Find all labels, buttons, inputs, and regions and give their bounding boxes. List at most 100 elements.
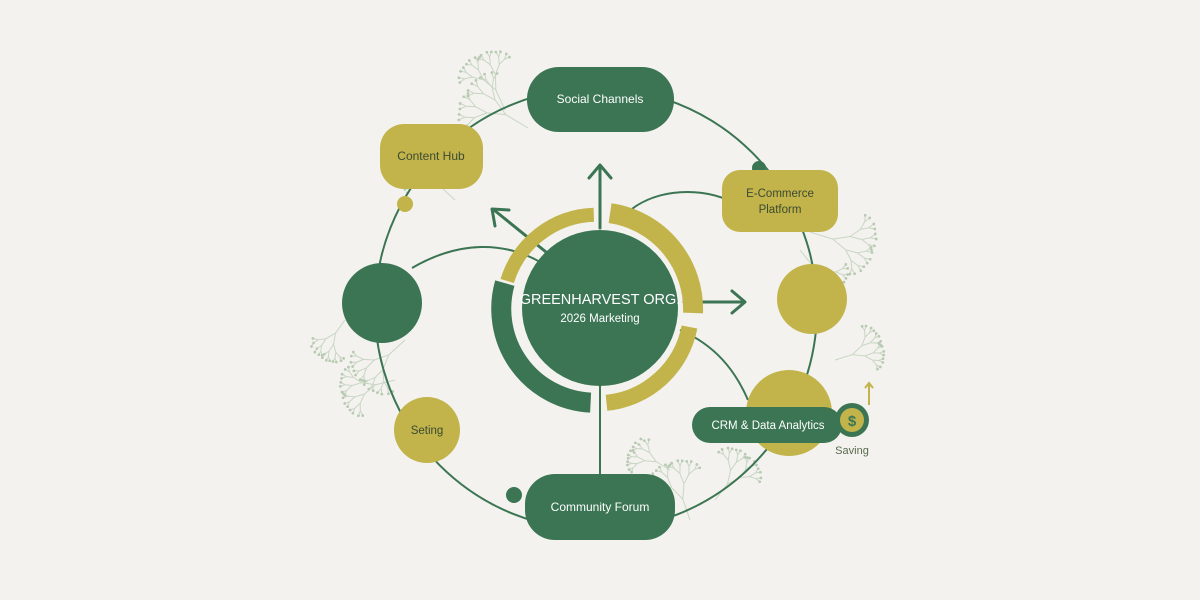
branch-stroke (727, 460, 732, 471)
branch-tip (759, 470, 762, 474)
node-green-circle[interactable] (342, 263, 422, 343)
branch-tip (631, 449, 635, 452)
branch-tip (351, 365, 354, 368)
node-pill (527, 67, 674, 132)
branch-tip (483, 72, 486, 76)
branch-stroke (345, 384, 353, 386)
branch-stroke (869, 337, 876, 344)
branch-tip (328, 359, 331, 363)
branch-stroke (469, 99, 476, 108)
node-crm-data-analytics[interactable]: CRM & Data Analytics (692, 407, 842, 443)
branch-stroke (364, 384, 376, 395)
branch-tip (882, 353, 885, 357)
branch-tip (881, 361, 885, 364)
branch-tip (746, 456, 749, 459)
branch-tip (720, 448, 724, 451)
branch-tip (470, 82, 474, 86)
branch-stroke (380, 380, 385, 389)
branch-tip (504, 52, 508, 56)
branch-tip (323, 352, 326, 356)
branch-tip (387, 392, 390, 396)
branch-stroke (851, 345, 863, 356)
branch-stroke (872, 347, 879, 354)
dollar-symbol: $ (848, 413, 857, 430)
branch-stroke (671, 487, 684, 500)
branch-tip (626, 453, 630, 457)
node-label: Social Channels (557, 92, 644, 106)
donut-segment-olive-bottom-right (605, 325, 698, 411)
branch-stroke (661, 471, 668, 478)
branch-stroke (351, 382, 362, 386)
branch-tip (748, 456, 751, 460)
branch-tip (872, 222, 876, 226)
node-content-hub[interactable]: Content Hub (380, 124, 483, 189)
donut-segment-olive-right (608, 203, 704, 314)
branch-tip (853, 272, 856, 276)
branch-stroke (388, 339, 406, 356)
branch-tip (321, 356, 324, 359)
branch-tip (466, 92, 470, 95)
branch-tip (627, 468, 631, 471)
donut-segment-olive-top-left (500, 207, 595, 284)
node-ecommerce-platform[interactable]: E-Commerce Platform (722, 170, 838, 232)
branch-stroke (656, 461, 671, 471)
branch-tip (320, 353, 324, 357)
branch-stroke (679, 473, 685, 485)
node-label: CRM & Data Analytics (711, 420, 824, 432)
branch-tip (726, 446, 730, 450)
branch-tip (882, 350, 886, 353)
branch-tip (881, 357, 885, 361)
branch-stroke (334, 352, 337, 359)
dollar-coin-icon: $ (835, 403, 869, 437)
branch-stroke (349, 371, 354, 378)
branch-tip (457, 118, 461, 122)
branch-stroke (489, 64, 496, 75)
node-olive-circle[interactable] (777, 264, 847, 334)
center-title: GREENHARVEST ORG. (520, 292, 681, 308)
branch-stroke (467, 117, 475, 125)
branch-stroke (647, 444, 651, 453)
branch-tip (676, 459, 680, 462)
branch-stroke (683, 473, 690, 485)
branch-tip (339, 381, 343, 384)
branch-tip (868, 257, 872, 261)
node-social-channels[interactable]: Social Channels (527, 67, 674, 132)
branch-tip (877, 334, 881, 338)
branch-tip (325, 358, 328, 362)
branch-tip (352, 369, 356, 373)
branch-stroke (359, 367, 367, 372)
branch-tip (340, 377, 343, 380)
branch-tip (873, 232, 877, 236)
branch-stroke (872, 359, 877, 366)
saving-arrow-head (864, 381, 874, 389)
branch-tip (358, 378, 362, 381)
branch-tip (458, 81, 462, 84)
branch-tip (476, 57, 480, 61)
branch-tip (479, 53, 483, 57)
branch-tip (462, 95, 466, 99)
node-seting[interactable]: Seting (394, 397, 460, 463)
node-label: Content Hub (397, 149, 465, 163)
branch-tip (758, 480, 761, 484)
branch-tip (844, 263, 848, 266)
branch-tip (658, 465, 661, 469)
branch-tip (350, 354, 353, 358)
branch-tip (756, 467, 760, 470)
branch-stroke (487, 112, 506, 116)
branch-stroke (335, 319, 346, 334)
branch-stroke (505, 114, 529, 129)
branch-tip (664, 463, 667, 467)
branch-tip (639, 437, 642, 441)
branch-stroke (749, 472, 756, 478)
branch-tip (458, 102, 462, 105)
node-community-forum[interactable]: Community Forum (525, 474, 675, 540)
branch-stroke (356, 355, 364, 360)
branch-tip (870, 251, 874, 254)
branch-stroke (845, 249, 858, 254)
node-label-line2: Platform (759, 204, 802, 216)
branch-tip (879, 339, 883, 343)
branch-tip (695, 463, 699, 466)
branch-stroke (478, 69, 485, 81)
branch-tip (465, 62, 468, 66)
branch-tip (380, 392, 384, 396)
